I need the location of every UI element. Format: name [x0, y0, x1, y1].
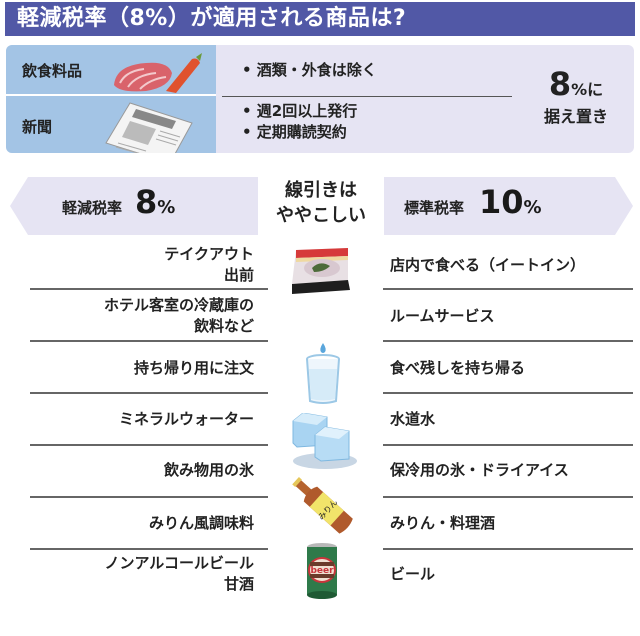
rate-unit: %: [157, 197, 176, 218]
row-divider: [383, 444, 633, 446]
condition-text: • 酒類・外食は除く: [242, 61, 377, 79]
result-number: 8: [548, 65, 572, 103]
caption-line: ややこしい: [276, 205, 366, 226]
center-caption: 線引きは ややこしい: [262, 178, 380, 228]
standard-item: ルームサービス: [390, 307, 495, 325]
category-divider: [6, 94, 216, 96]
standard-item: 保冷用の氷・ドライアイス: [390, 461, 569, 479]
reduced-item: ミネラルウォーター: [119, 409, 254, 430]
reduced-rate-value: 8%: [135, 183, 175, 221]
reduced-item: 持ち帰り用に注文: [134, 358, 254, 379]
rate-number: 10: [479, 183, 524, 221]
condition-text: • 定期購読契約: [242, 123, 347, 141]
meat-carrot-icon: [114, 53, 202, 93]
row-divider: [30, 444, 268, 446]
standard-rate-value: 10%: [479, 183, 542, 221]
caption-line: 線引きは: [285, 180, 357, 201]
standard-item: ビール: [390, 565, 436, 583]
row-divider: [30, 392, 268, 394]
beer-can-icon: beer: [307, 543, 337, 599]
row-divider: [30, 548, 268, 550]
ice-cubes-icon: [292, 413, 357, 469]
item-line: 出前: [223, 266, 254, 284]
applicable-items-panel: 飲食料品 新聞 • 酒類・外食は除く: [6, 45, 634, 153]
item-line: ホテル客室の冷蔵庫の: [103, 296, 254, 314]
row-divider: [30, 288, 268, 290]
item-line: 飲み物用の氷: [163, 461, 254, 479]
reduced-item: ノンアルコールビール 甘酒: [104, 553, 254, 595]
food-conditions: • 酒類・外食は除く: [242, 60, 377, 81]
row-divider: [30, 340, 268, 342]
row-divider: [383, 288, 633, 290]
item-line: 甘酒: [223, 575, 254, 593]
reduced-item: ホテル客室の冷蔵庫の 飲料など: [104, 295, 254, 337]
result-suffix: %に: [571, 80, 604, 99]
standard-item: 店内で食べる（イートイン）: [390, 256, 586, 274]
standard-item: みりん・料理酒: [390, 514, 496, 532]
row-divider: [383, 340, 633, 342]
row-divider: [383, 548, 633, 550]
reduced-rate-header: 軽減税率 8%: [10, 177, 258, 235]
reduced-item: みりん風調味料: [149, 513, 254, 534]
category-label: 新聞: [22, 118, 53, 136]
result-sub: 据え置き: [543, 107, 608, 126]
bento-box-icon: [292, 248, 350, 294]
mirin-bottle-icon: みりん: [292, 476, 353, 534]
standard-rate-label: 標準税率: [404, 199, 465, 217]
row-divider: [383, 392, 633, 394]
category-newspaper: 新聞: [6, 96, 216, 153]
item-line: 持ち帰り用に注文: [133, 359, 254, 377]
standard-item: 食べ残しを持ち帰る: [390, 359, 526, 377]
reduced-rate-label: 軽減税率: [62, 199, 123, 217]
water-glass-icon: [306, 343, 340, 404]
item-line: テイクアウト: [164, 245, 254, 263]
row-divider: [30, 496, 268, 498]
newspaper-icon: [105, 102, 193, 153]
condition-text: • 週2回以上発行: [242, 102, 358, 120]
category-food: 飲食料品: [6, 45, 216, 94]
reduced-item: 飲み物用の氷: [164, 460, 254, 481]
standard-item: 水道水: [390, 410, 436, 428]
condition-divider: [222, 96, 512, 97]
result-rate: 8%に 据え置き: [534, 67, 618, 127]
rate-unit: %: [523, 197, 542, 218]
category-column: 飲食料品 新聞: [6, 45, 216, 153]
item-line: みりん風調味料: [148, 514, 254, 532]
standard-rate-header: 標準税率 10%: [384, 177, 633, 235]
category-label: 飲食料品: [22, 62, 83, 80]
item-line: ミネラルウォーター: [118, 410, 254, 428]
newspaper-conditions: • 週2回以上発行 • 定期購読契約: [242, 101, 357, 143]
reduced-item: テイクアウト 出前: [164, 244, 254, 286]
item-line: 飲料など: [193, 317, 254, 335]
item-line: ノンアルコールビール: [104, 554, 254, 572]
svg-text:beer: beer: [310, 566, 334, 576]
page-title: 軽減税率（8%）が適用される商品は?: [5, 2, 635, 36]
rate-number: 8: [135, 183, 158, 221]
row-divider: [383, 496, 633, 498]
